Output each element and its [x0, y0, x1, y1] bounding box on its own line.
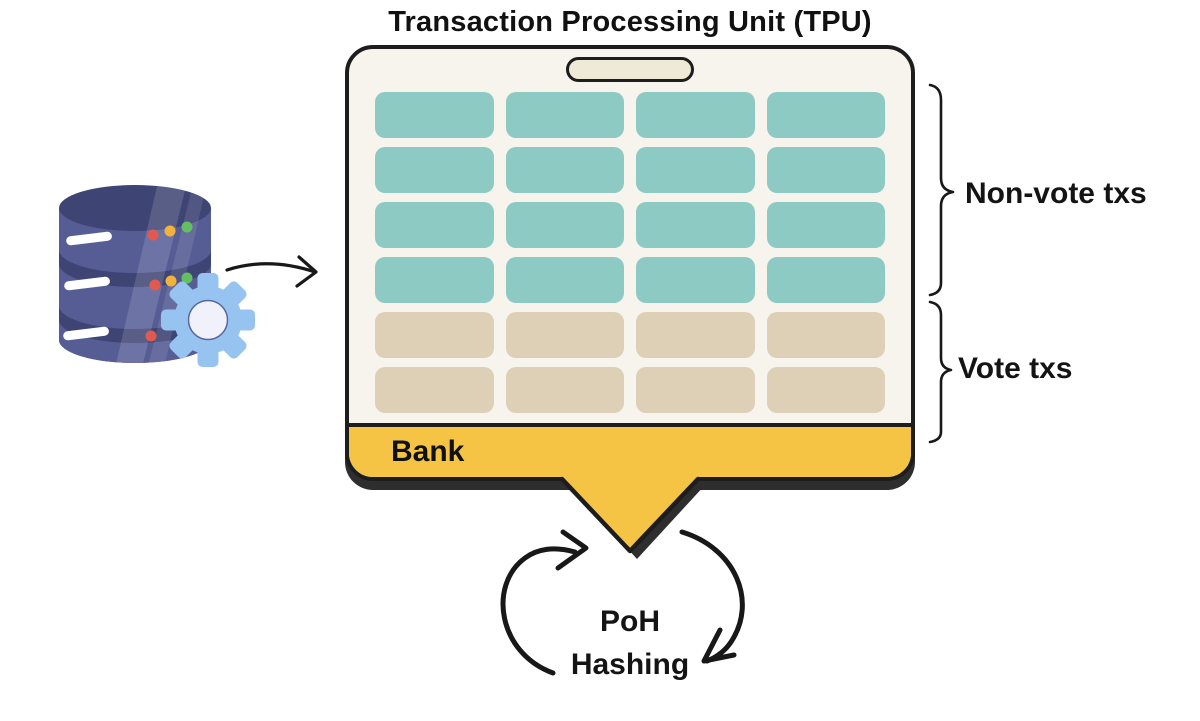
vote-tx-block — [505, 312, 624, 358]
database-icon — [59, 185, 255, 367]
nonvote-tx-block — [505, 92, 624, 138]
vote-tx-block — [375, 312, 494, 358]
nonvote-tx-block — [766, 92, 885, 138]
poh-arrow-right-head — [701, 627, 737, 664]
bank-pointer — [559, 476, 705, 559]
vote-brace — [928, 300, 953, 444]
vote-tx-block — [636, 312, 755, 358]
vote-tx-block — [766, 312, 885, 358]
nonvote-tx-block — [766, 202, 885, 248]
nonvote-tx-block — [505, 147, 624, 193]
nonvote-tx-block — [375, 147, 494, 193]
nonvote-tx-block — [375, 257, 494, 303]
nonvote-tx-block — [636, 92, 755, 138]
gear-icon — [161, 273, 255, 367]
database-dashes — [63, 231, 112, 341]
bank-bar: Bank — [349, 423, 911, 477]
vote-tx-block — [636, 367, 755, 413]
database-status-dots — [145, 221, 193, 342]
poh-line2: Hashing — [570, 648, 690, 681]
nonvote-tx-block — [505, 202, 624, 248]
vote-txs-label: Vote txs — [958, 352, 1073, 385]
nonvote-txs-label: Non-vote txs — [965, 177, 1147, 210]
tx-grid — [375, 92, 885, 413]
tpu-slot-pill — [566, 57, 694, 82]
vote-tx-block — [505, 367, 624, 413]
poh-arrow-right — [679, 529, 745, 664]
nonvote-tx-block — [375, 202, 494, 248]
poh-arrow-left-head — [555, 529, 589, 571]
nonvote-tx-block — [375, 92, 494, 138]
poh-line1: PoH — [599, 605, 660, 638]
nonvote-tx-block — [636, 257, 755, 303]
poh-arrow-left — [500, 546, 578, 676]
nonvote-tx-block — [766, 147, 885, 193]
nonvote-tx-block — [636, 147, 755, 193]
nonvote-brace — [928, 83, 955, 297]
poh-loop-arrows — [500, 529, 745, 676]
page-title: Transaction Processing Unit (TPU) — [388, 6, 872, 38]
flow-arrow-icon — [225, 255, 318, 288]
annotation-braces — [928, 83, 955, 444]
tpu-container: Bank — [345, 45, 915, 481]
poh-hashing-label: PoH Hashing — [571, 600, 689, 686]
nonvote-tx-block — [505, 257, 624, 303]
nonvote-tx-block — [766, 257, 885, 303]
tpu-panel — [349, 49, 911, 423]
nonvote-tx-block — [636, 202, 755, 248]
vote-tx-block — [766, 367, 885, 413]
bank-label: Bank — [391, 435, 465, 468]
vote-tx-block — [375, 367, 494, 413]
